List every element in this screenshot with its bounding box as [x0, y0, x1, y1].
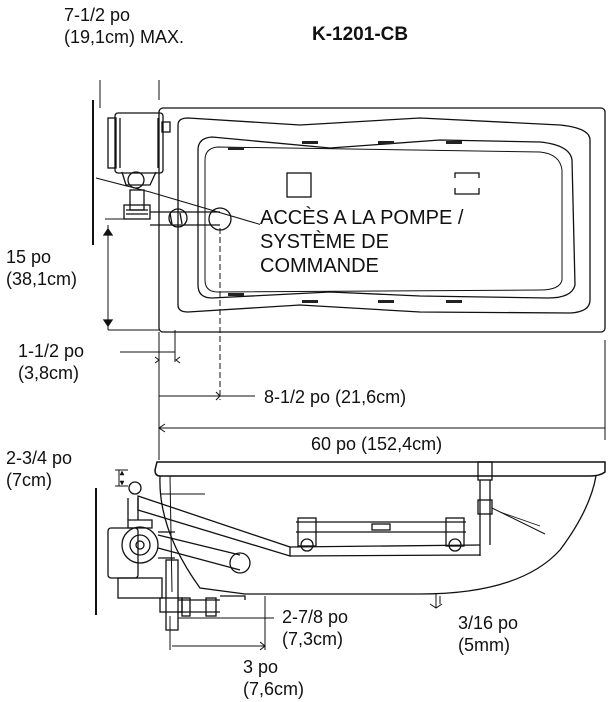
model-title: K-1201-CB	[312, 24, 409, 45]
elevation-view	[95, 461, 606, 651]
dim-1-5-label: 1-1/2 po (3,8cm)	[18, 341, 85, 383]
dim-3-16-label: 3/16 po (5mm)	[458, 613, 519, 655]
pump-access-label: ACCÈS A LA POMPE / SYSTÈME DE COMMANDE	[260, 206, 464, 278]
dim-2-75-label: 2-3/4 po (7cm)	[6, 448, 73, 490]
control-bracket	[454, 172, 480, 195]
dim-3-label: 3 po (7,6cm)	[243, 657, 305, 699]
pump-elevation	[107, 519, 251, 631]
pump-plan	[107, 112, 171, 220]
control-square	[286, 172, 312, 198]
dim-15-label: 15 po (38,1cm)	[6, 247, 78, 289]
tub-basin-inner	[197, 136, 576, 299]
tub-rim	[154, 461, 606, 477]
dim-2-875-label: 2-7/8 po (7,3cm)	[282, 607, 349, 649]
tub-basin-outer	[177, 117, 591, 314]
dim-60-label: 60 po (152,4cm)	[311, 434, 443, 454]
plan-view	[92, 80, 606, 460]
tub-outline-plan	[158, 107, 606, 333]
width-max-label: 7-1/2 po (19,1cm) MAX.	[64, 5, 185, 47]
dim-8-5-label: 8-1/2 po (21,6cm)	[264, 387, 407, 407]
